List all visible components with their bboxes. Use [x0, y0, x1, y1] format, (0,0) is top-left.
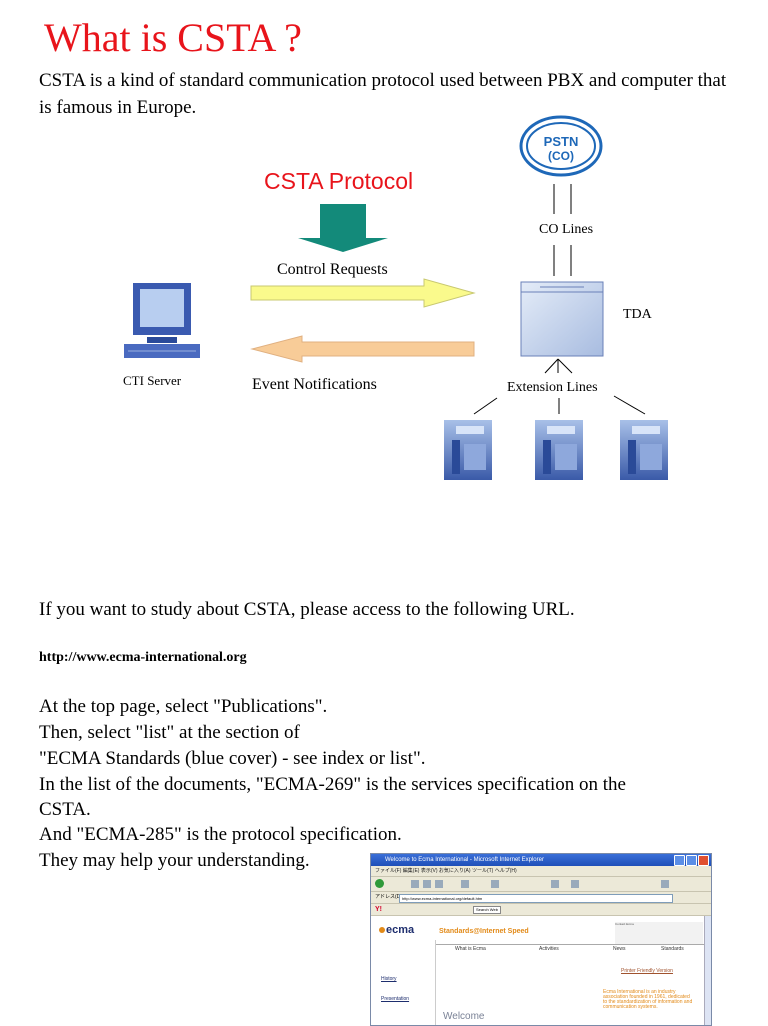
csta-protocol-label: CSTA Protocol: [264, 168, 413, 194]
ecma-logo: ecma: [379, 924, 414, 936]
mail-icon: [571, 880, 579, 888]
toolbar: [371, 877, 711, 892]
extension-lines: [474, 396, 645, 414]
ecma-website-screenshot: Welcome to Ecma International - Microsof…: [370, 853, 712, 1026]
pstn-co-label: (CO): [548, 149, 574, 163]
welcome-heading: Welcome: [443, 1011, 485, 1022]
refresh-icon: [423, 880, 431, 888]
extension-lines-label: Extension Lines: [507, 380, 598, 395]
maximize-icon: [686, 855, 697, 866]
web-page: ecma Standards@Internet Speed Contact Ec…: [371, 916, 711, 1026]
nav-item: Activities: [539, 946, 559, 952]
study-line: If you want to study about CSTA, please …: [39, 599, 575, 621]
nav-item: What is Ecma: [455, 946, 486, 952]
phone-icon: [620, 420, 668, 480]
contact-box: Contact Ecma: [615, 922, 703, 944]
side-link: Presentation: [381, 996, 409, 1002]
window-title: Welcome to Ecma International - Microsof…: [385, 857, 544, 863]
favorites-icon: [491, 880, 499, 888]
tda-connectors: [545, 359, 572, 373]
co-lines-label: CO Lines: [539, 222, 593, 237]
address-field: http://www.ecma-international.org/defaul…: [399, 894, 673, 903]
stop-icon: [411, 880, 419, 888]
back-icon: [375, 879, 384, 888]
right-arrow: [251, 279, 474, 307]
down-arrow: [298, 204, 388, 252]
instruction-line: At the top page, select "Publications".: [39, 696, 327, 718]
ecma-blurb: Ecma International is an industry associ…: [603, 990, 693, 1010]
nav-item: Standards: [661, 946, 684, 952]
yahoo-logo: Y!: [375, 906, 382, 913]
address-bar: アドレス(D) http://www.ecma-international.or…: [371, 892, 711, 904]
close-icon: [698, 855, 709, 866]
tagline: Standards@Internet Speed: [439, 928, 529, 935]
instruction-line: "ECMA Standards (blue cover) - see index…: [39, 748, 425, 770]
address-label: アドレス(D): [375, 894, 402, 900]
pstn-label: PSTN: [544, 134, 579, 149]
search-icon: [461, 880, 469, 888]
yahoo-toolbar: Y! Search Web: [371, 904, 711, 916]
event-notifications-label: Event Notifications: [252, 376, 377, 393]
pstn-cloud-icon: PSTN (CO): [521, 117, 601, 175]
phone-icon: [444, 420, 492, 480]
side-link: History: [381, 976, 397, 982]
page-title: What is CSTA ?: [44, 14, 302, 61]
computer-icon: [124, 283, 200, 358]
instruction-line: Then, select "list" at the section of: [39, 722, 300, 744]
window-titlebar: Welcome to Ecma International - Microsof…: [371, 854, 711, 866]
nav-item: News: [613, 946, 626, 952]
phone-icon: [535, 420, 583, 480]
site-nav: What is Ecma Activities News Standards: [435, 944, 705, 954]
csta-diagram: PSTN (CO) CO Lines CSTA Protocol Control…: [0, 100, 768, 490]
tda-pbx-icon: [521, 282, 603, 356]
menu-bar: ファイル(F) 編集(E) 表示(V) お気に入り(A) ツール(T) ヘルプ(…: [371, 866, 711, 877]
minimize-icon: [674, 855, 685, 866]
site-sidebar: History Presentation: [371, 940, 436, 1026]
home-icon: [435, 880, 443, 888]
ecma-url-link[interactable]: http://www.ecma-international.org: [39, 650, 247, 666]
printer-friendly-link: Printer Friendly Version: [621, 968, 673, 974]
scrollbar: [704, 916, 711, 1026]
instruction-line: And "ECMA-285" is the protocol specifica…: [39, 824, 402, 846]
cti-server-label: CTI Server: [123, 373, 182, 388]
tda-label: TDA: [623, 307, 653, 322]
messenger-icon: [661, 880, 669, 888]
history-icon: [551, 880, 559, 888]
control-requests-label: Control Requests: [277, 261, 388, 278]
search-web-button: Search Web: [473, 906, 501, 914]
instruction-line: In the list of the documents, "ECMA-269"…: [39, 774, 626, 796]
instruction-line: They may help your understanding.: [39, 850, 310, 872]
instruction-line: CSTA.: [39, 799, 91, 821]
left-arrow: [252, 336, 474, 362]
